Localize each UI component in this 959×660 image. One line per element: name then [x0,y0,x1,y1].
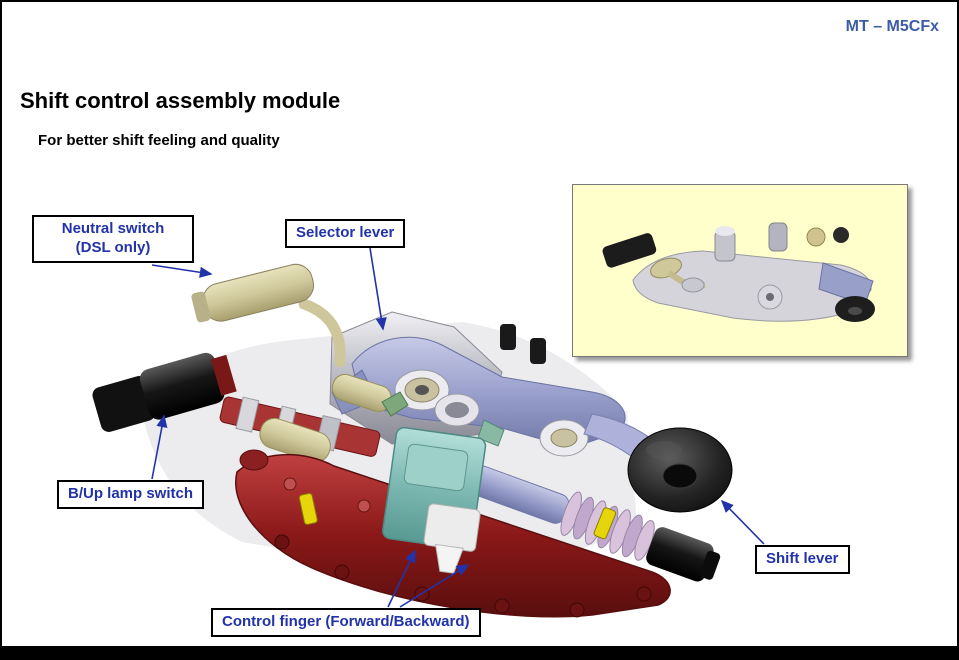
control-finger-part [382,426,487,574]
callout-bup-lamp-switch: B/Up lamp switch [57,480,205,509]
main-assembly-illustration [92,263,733,618]
page-title: Shift control assembly module [20,88,341,113]
inset-overview-image [572,184,908,357]
bup-lamp-switch-part [92,352,237,432]
neutral-switch-part [191,263,346,368]
callout-neutral-switch: Neutral switch (DSL only) [32,215,194,263]
inset-overview-illustration [602,222,875,322]
callout-control-finger: Control finger (Forward/Backward) [211,608,481,637]
yellow-pin-parts [298,492,617,540]
model-code: MT – M5CFx [845,18,939,35]
callout-selector-lever: Selector lever [285,219,406,248]
boot-and-rail-part [467,465,721,582]
callout-shift-lever: Shift lever [755,545,850,574]
slide-footer-bar [2,646,957,658]
subtitle: For better shift feeling and quality [38,132,280,149]
shift-lever-part [583,413,733,513]
bearing-rings-part [381,324,589,457]
